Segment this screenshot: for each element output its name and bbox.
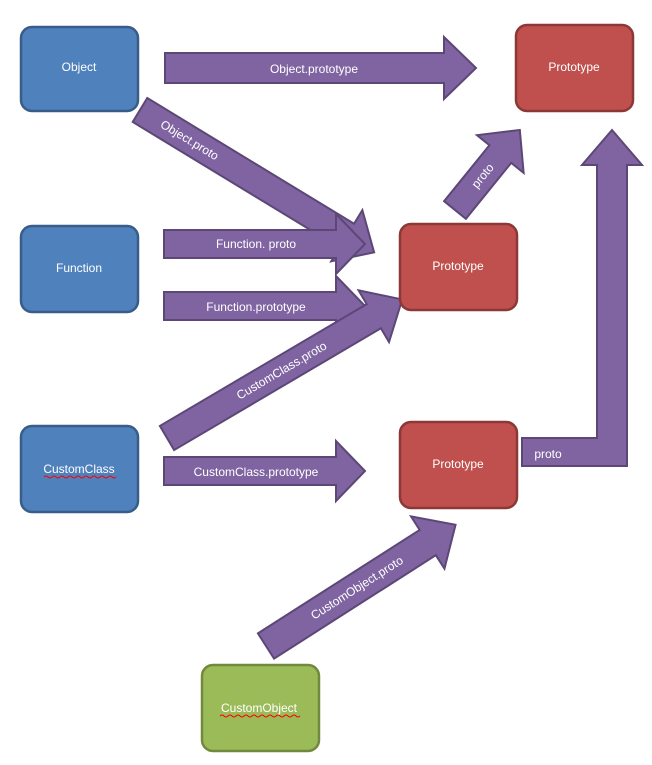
arrow-middle-proto: proto <box>442 128 525 221</box>
node-function-box <box>19 224 140 314</box>
node-custom-class-box <box>19 424 140 514</box>
node-prototype-middle: Prototype <box>398 222 519 312</box>
arrow-customclass-prototype-shape <box>163 438 367 504</box>
node-prototype-top: Prototype <box>514 23 635 113</box>
arrow-middle-proto-shape <box>442 128 525 221</box>
arrow-object-prototype-label: Object.prototype <box>270 62 358 76</box>
arrow-customclass-proto-label: CustomClass.proto <box>234 338 329 402</box>
arrow-customclass-prototype-label: CustomClass.prototype <box>194 465 319 479</box>
node-prototype-top-box <box>514 23 635 113</box>
arrow-bottom-proto-label: proto <box>534 447 562 461</box>
arrow-function-proto: Function. proto <box>163 211 367 277</box>
arrow-function-proto-shape <box>163 211 367 277</box>
node-custom-class-spellcheck <box>43 475 117 479</box>
arrow-function-prototype-label: Function.prototype <box>206 300 306 314</box>
arrow-customobject-proto: CustomObject.proto <box>256 515 457 661</box>
node-prototype-bottom: Prototype <box>398 420 519 510</box>
node-custom-object-box <box>200 663 321 753</box>
node-prototype-bottom-box <box>398 420 519 510</box>
arrow-bottom-proto-shape <box>521 128 645 467</box>
node-object-label: Object <box>62 60 97 74</box>
arrow-function-proto-label: Function. proto <box>216 237 296 251</box>
node-custom-class: CustomClass <box>19 424 140 514</box>
node-prototype-middle-box <box>398 222 519 312</box>
node-function: Function <box>19 224 140 314</box>
node-object: Object <box>19 25 140 113</box>
arrow-customobject-proto-shape <box>256 515 457 661</box>
arrow-customobject-proto-label: CustomObject.proto <box>308 553 406 622</box>
node-prototype-bottom-label: Prototype <box>432 457 484 471</box>
node-custom-object: CustomObject <box>200 663 321 753</box>
arrow-customclass-proto-shape <box>158 288 404 452</box>
arrow-customclass-prototype: CustomClass.prototype <box>163 438 367 504</box>
node-object-box <box>19 25 140 113</box>
arrow-object-prototype-shape <box>164 34 478 102</box>
node-prototype-middle-label: Prototype <box>432 259 484 273</box>
nodes-layer: Object Function CustomClass CustomObject… <box>19 23 635 753</box>
node-prototype-top-label: Prototype <box>548 60 600 74</box>
node-custom-object-label: CustomObject <box>221 701 298 715</box>
node-custom-object-spellcheck <box>219 714 301 718</box>
arrow-object-prototype: Object.prototype <box>164 34 478 102</box>
arrow-bottom-proto: proto <box>521 128 645 467</box>
arrows-layer: Object.prototype Object.proto Function. … <box>131 34 645 661</box>
node-custom-class-label: CustomClass <box>43 462 114 476</box>
node-function-label: Function <box>56 261 102 275</box>
